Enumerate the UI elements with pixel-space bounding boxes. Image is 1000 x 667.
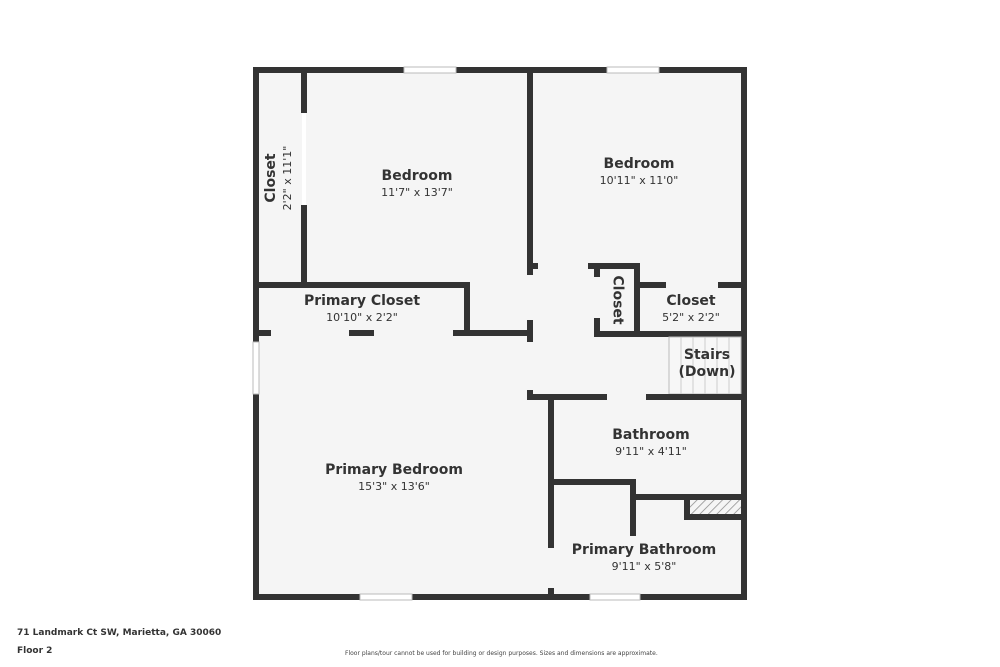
room-name: Bedroom [603,156,675,172]
room-label-primary-bedroom: Primary Bedroom 15'3" x 13'6" [325,462,463,494]
room-name: Primary Bathroom [571,542,717,558]
room-name: Stairs [683,347,731,363]
room-name: Primary Closet [303,293,421,309]
room-label-stairs: Stairs (Down) [679,347,736,381]
room-name: Primary Bedroom [325,462,463,478]
room-name: Bathroom [612,427,690,443]
room-name: Closet [609,275,626,325]
room-dimensions: 15'3" x 13'6" [358,480,430,493]
property-address: 71 Landmark Ct SW, Marietta, GA 30060 [17,628,222,638]
room-dimensions: 5'2" x 2'2" [662,311,720,324]
room-label-closet-left: Closet 2'2" x 11'1" [263,146,295,211]
room-label-bedroom-2: Bedroom 10'11" x 11'0" [600,156,679,188]
room-name: Bedroom [381,168,453,184]
disclaimer-text: Floor plans/tour cannot be used for buil… [345,650,658,657]
room-label-bedroom-1: Bedroom 11'7" x 13'7" [381,168,453,200]
room-dimensions: 11'7" x 13'7" [381,186,453,199]
room-dimensions: 9'11" x 5'8" [611,560,677,573]
room-label-primary-bathroom: Primary Bathroom 9'11" x 5'8" [572,542,716,574]
floor-label: Floor 2 [17,646,53,656]
room-dimensions: 2'2" x 11'1" [281,145,294,211]
room-label-closet-small: Closet [609,275,626,324]
room-name: Closet [263,153,279,203]
room-dimensions: 10'10" x 2'2" [326,311,398,324]
room-name: Closet [666,293,716,309]
room-label-primary-closet: Primary Closet 10'10" x 2'2" [304,293,420,325]
stairs-direction: (Down) [678,364,736,380]
room-dimensions: 10'11" x 11'0" [599,174,679,187]
room-label-closet-right: Closet 5'2" x 2'2" [662,293,720,325]
room-label-bathroom: Bathroom 9'11" x 4'11" [612,427,690,459]
room-dimensions: 9'11" x 4'11" [615,445,687,458]
